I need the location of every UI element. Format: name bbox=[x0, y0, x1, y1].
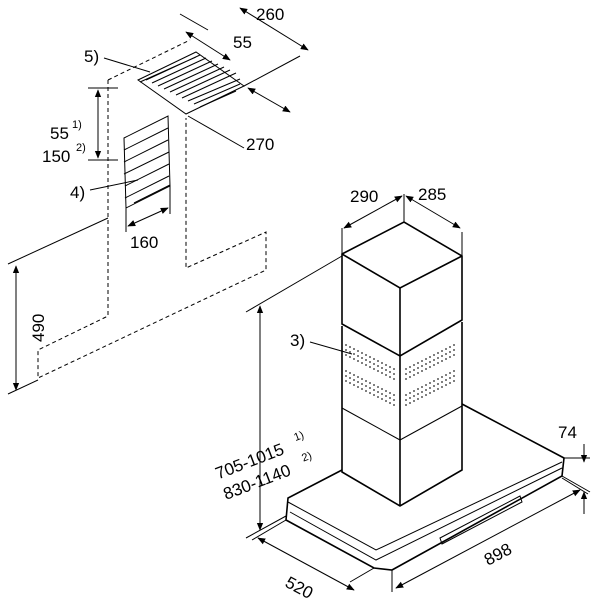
dim-270: 270 bbox=[187, 55, 301, 154]
dim-150-label: 150 bbox=[42, 147, 70, 166]
dim-520-label: 520 bbox=[282, 573, 316, 600]
dim-260-label: 260 bbox=[256, 5, 284, 24]
dim-55-top-label: 55 bbox=[233, 33, 252, 52]
label-4: 4) bbox=[70, 179, 139, 202]
dim-285-label: 285 bbox=[418, 185, 446, 204]
dim-150-note: 2) bbox=[76, 142, 86, 154]
label-5-text: 5) bbox=[84, 47, 99, 66]
cooker-hood-drawing: 3) 290 285 705-1015 1) 830-1140 2) bbox=[213, 185, 591, 600]
dim-160-label: 160 bbox=[130, 233, 158, 252]
dim-160: 160 bbox=[125, 186, 171, 252]
dim-height-range: 705-1015 1) 830-1140 2) bbox=[213, 255, 343, 539]
dim-74-label: 74 bbox=[558, 423, 577, 442]
ceiling-vent-grille-hatch bbox=[137, 51, 245, 115]
dim-490: 490 bbox=[7, 217, 109, 395]
label-5: 5) bbox=[84, 47, 151, 73]
dim-830-1140-note: 2) bbox=[300, 450, 313, 465]
dim-705-1015-note: 1) bbox=[292, 429, 305, 444]
chimney-vent-slots bbox=[345, 344, 455, 408]
dim-290-label: 290 bbox=[350, 187, 378, 206]
dim-898-label: 898 bbox=[481, 539, 515, 569]
label-3: 3) bbox=[290, 331, 353, 355]
dim-520: 520 bbox=[251, 519, 375, 600]
dim-74: 74 bbox=[558, 423, 591, 514]
dim-290: 290 bbox=[341, 187, 405, 254]
dim-490-label: 490 bbox=[29, 314, 48, 342]
dim-55-note: 1) bbox=[72, 119, 82, 131]
dim-260: 260 bbox=[179, 5, 309, 51]
dim-270-label: 270 bbox=[246, 135, 274, 154]
dim-285: 285 bbox=[405, 185, 463, 256]
dim-898: 898 bbox=[391, 477, 589, 592]
label-3-text: 3) bbox=[290, 331, 305, 350]
dim-55-top: 55 bbox=[185, 31, 252, 61]
wall-ceiling-schematic: 260 55 270 5) 55 1) 150 2) bbox=[7, 5, 309, 395]
socket-area-hatch bbox=[123, 115, 171, 209]
label-4-text: 4) bbox=[70, 183, 85, 202]
dim-55-150: 55 1) 150 2) bbox=[42, 87, 118, 166]
dim-55-label: 55 bbox=[50, 124, 69, 143]
